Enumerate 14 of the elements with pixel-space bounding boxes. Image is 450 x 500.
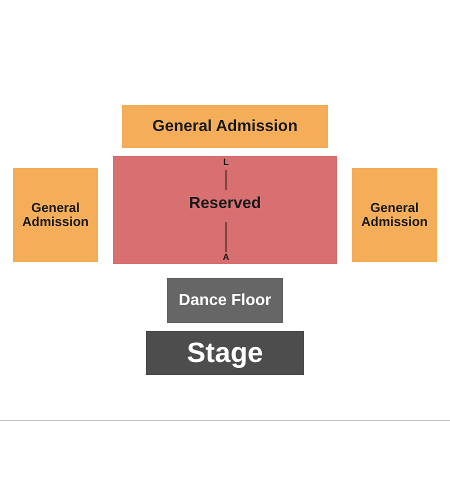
row-marker: L bbox=[222, 158, 230, 167]
section-name: General Admission bbox=[360, 200, 429, 230]
dance-floor-area bbox=[167, 278, 283, 323]
stage bbox=[146, 331, 304, 375]
section-name: Reserved bbox=[188, 195, 262, 213]
section-name: General Admission bbox=[152, 118, 298, 136]
row-marker: A bbox=[222, 253, 230, 262]
general-admission-section bbox=[122, 105, 328, 148]
section-name: Dance Floor bbox=[178, 292, 272, 310]
general-admission-section bbox=[352, 168, 437, 262]
reserved-section bbox=[113, 156, 337, 264]
general-admission-section bbox=[13, 168, 98, 262]
section-name: General Admission bbox=[21, 200, 90, 230]
section-name: Stage bbox=[186, 338, 264, 368]
